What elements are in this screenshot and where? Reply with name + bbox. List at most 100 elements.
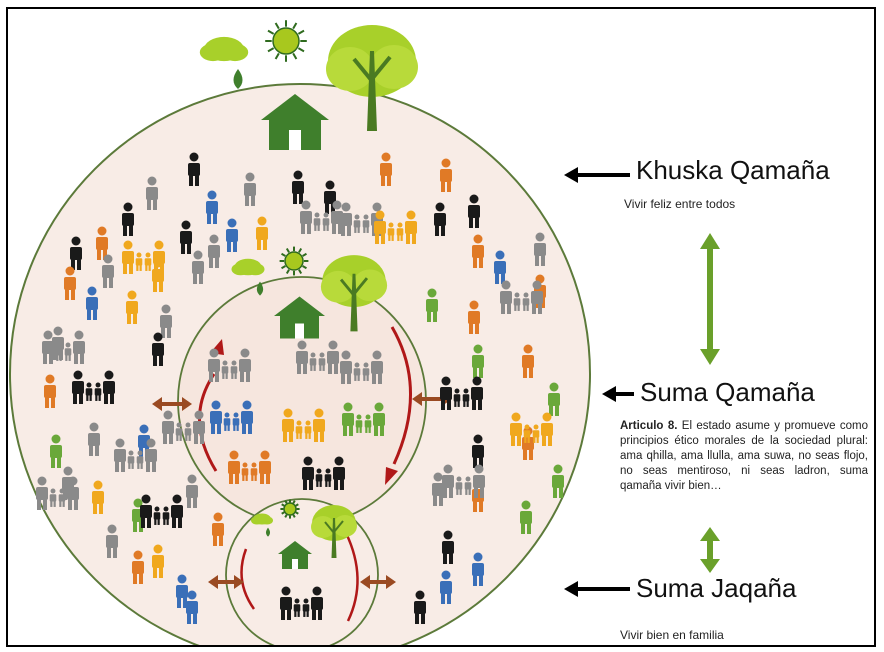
family-figure: [221, 360, 229, 379]
person-figure: [192, 250, 204, 284]
person-figure: [126, 290, 138, 324]
diagram-frame: Khuska Qamaña Vivir feliz entre todos Su…: [6, 7, 876, 647]
family-figure: [396, 222, 404, 241]
label-suma-jaqana: Suma Jaqaña: [636, 573, 797, 603]
person-figure: [256, 216, 268, 250]
person-figure: [494, 250, 506, 284]
family-figure: [223, 412, 231, 431]
person-figure: [552, 464, 564, 498]
community-circles-diagram: [9, 20, 720, 645]
family-figure: [36, 476, 48, 510]
family-figure: [250, 462, 258, 481]
vertical-arrow-lower: [700, 527, 720, 573]
label-jaqana-subtitle: Vivir bien en familia: [620, 628, 724, 642]
family-figure: [373, 402, 385, 436]
family-figure: [127, 450, 135, 469]
family-figure: [442, 464, 454, 498]
family-figure: [500, 280, 512, 314]
family-figure: [355, 414, 363, 433]
person-figure: [146, 176, 158, 210]
family-figure: [49, 488, 57, 507]
family-figure: [282, 408, 294, 442]
people-figures: [36, 152, 564, 624]
person-figure: [160, 304, 172, 338]
family-figure: [532, 424, 540, 443]
person-figure: [102, 254, 114, 288]
family-figure: [473, 464, 485, 498]
person-figure: [152, 544, 164, 578]
person-figure: [440, 158, 452, 192]
side-arrow-left-middle: [152, 397, 192, 411]
family-figure: [239, 348, 251, 382]
person-figure: [522, 344, 534, 378]
person-figure: [244, 172, 256, 206]
family-figure: [453, 388, 461, 407]
house-icon: [278, 541, 312, 569]
family-figure: [322, 212, 330, 231]
label-khuska-subtitle: Vivir feliz entre todos: [624, 197, 736, 211]
family-figure: [302, 456, 314, 490]
person-figure: [472, 344, 484, 378]
person-figure: [324, 180, 336, 214]
family-figure: [144, 252, 152, 271]
house-icon: [274, 296, 325, 339]
family-figure: [175, 422, 183, 441]
water-drop-icon: [265, 527, 271, 537]
tree-icon: [320, 255, 388, 332]
vertical-arrow-upper: [700, 233, 720, 365]
family-figure: [340, 202, 352, 236]
family-figure: [405, 210, 417, 244]
house-icon: [261, 94, 329, 150]
person-figure: [434, 202, 446, 236]
family-figure: [103, 370, 115, 404]
family-figure: [455, 476, 463, 495]
middle-cycle-arrows: [198, 326, 412, 472]
family-figure: [313, 408, 325, 442]
family-figure: [300, 200, 312, 234]
person-figure: [88, 422, 100, 456]
person-figure: [432, 472, 444, 506]
person-figure: [380, 152, 392, 186]
label-suma-qamana: Suma Qamaña: [640, 377, 815, 407]
family-figure: [340, 350, 352, 384]
family-figure: [362, 214, 370, 233]
person-figure: [534, 232, 546, 266]
family-figure: [114, 438, 126, 472]
family-figure: [362, 362, 370, 381]
family-figure: [464, 476, 472, 495]
person-figure: [292, 170, 304, 204]
person-figure: [440, 570, 452, 604]
person-figure: [86, 286, 98, 320]
family-figure: [309, 352, 317, 371]
person-figure: [442, 530, 454, 564]
family-figure: [541, 412, 553, 446]
inner-cycle-arrows: [240, 532, 359, 622]
side-arrow-left-inner: [208, 575, 244, 589]
water-drop-icon: [233, 69, 243, 89]
person-figure: [208, 234, 220, 268]
person-figure: [520, 500, 532, 534]
person-figure: [472, 552, 484, 586]
family-figure: [230, 360, 238, 379]
person-figure: [70, 236, 82, 270]
family-figure: [462, 388, 470, 407]
family-figure: [440, 376, 452, 410]
person-figure: [176, 574, 188, 608]
person-figure: [212, 512, 224, 546]
family-figure: [327, 340, 339, 374]
cycle-arrowhead-right: [385, 467, 398, 485]
family-figure: [387, 222, 395, 241]
family-figure: [193, 410, 205, 444]
sun-icon: [280, 499, 300, 519]
family-figure: [304, 420, 312, 439]
article-body: El estado asume y promueve como principi…: [620, 420, 868, 492]
family-figure: [374, 210, 386, 244]
family-figure: [140, 494, 152, 528]
person-figure: [106, 524, 118, 558]
pointer-arrow-suma-qamana: [602, 386, 634, 402]
person-figure: [468, 194, 480, 228]
family-figure: [241, 400, 253, 434]
person-figure: [96, 226, 108, 260]
tree-icon: [326, 25, 418, 131]
person-figure: [414, 590, 426, 624]
